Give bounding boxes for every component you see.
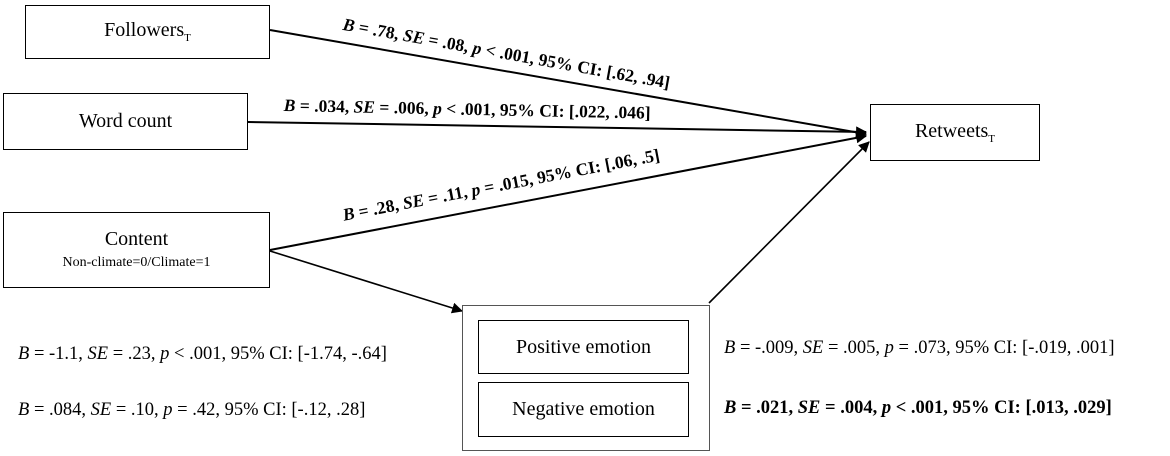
negative-emotion-box: Negative emotion — [478, 382, 689, 437]
followers-box: FollowersT — [25, 5, 270, 59]
arrow-followers-to-retweets — [269, 29, 868, 138]
content-coding-label: Non-climate=0/Climate=1 — [62, 255, 211, 271]
retweets-label: RetweetsT — [914, 119, 996, 145]
positive-emotion-box: Positive emotion — [478, 320, 689, 374]
arrow-content-to-retweets — [269, 132, 868, 251]
stat-content-positive: B = -1.1, SE = .23, p < .001, 95% CI: [-… — [18, 344, 387, 364]
retweets-box: RetweetsT — [870, 104, 1040, 161]
stat-negative-retweets: B = .021, SE = .004, p < .001, 95% CI: [… — [724, 398, 1112, 418]
arrow-wordcount-to-retweets — [247, 121, 868, 138]
stat-positive-retweets: B = -.009, SE = .005, p = .073, 95% CI: … — [724, 338, 1115, 358]
arrow-emotions-to-retweets — [708, 141, 870, 304]
stat-content-negative: B = .084, SE = .10, p = .42, 95% CI: [-.… — [18, 400, 366, 420]
word-count-box: Word count — [3, 93, 248, 150]
followers-label: FollowersT — [104, 19, 191, 45]
arrow-content-to-emotions — [269, 250, 464, 314]
content-box: Content Non-climate=0/Climate=1 — [3, 212, 270, 288]
word-count-label: Word count — [78, 110, 173, 132]
negative-emotion-label: Negative emotion — [512, 398, 655, 420]
content-label: Content — [104, 228, 169, 251]
positive-emotion-label: Positive emotion — [516, 335, 651, 358]
